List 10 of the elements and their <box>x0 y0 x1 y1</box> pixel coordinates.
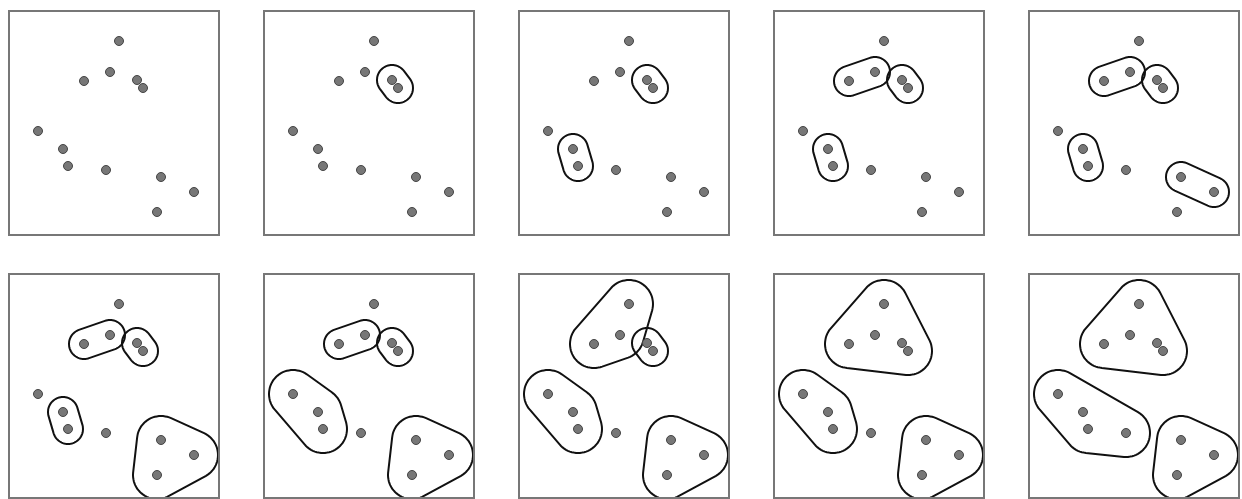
plot-panel <box>1028 10 1240 236</box>
plot-panel <box>773 10 985 236</box>
plot-panel <box>263 10 475 236</box>
plot-panel <box>8 10 220 236</box>
plot-panel <box>518 10 730 236</box>
plot-panel <box>8 273 220 499</box>
plot-panel <box>518 273 730 499</box>
plot-panel <box>263 273 475 499</box>
plot-panel <box>773 273 985 499</box>
plot-panel <box>1028 273 1240 499</box>
